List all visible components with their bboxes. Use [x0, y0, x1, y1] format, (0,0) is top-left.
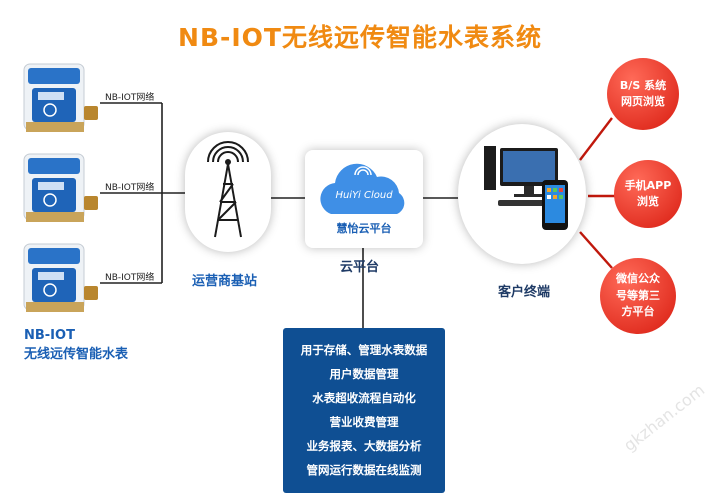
- cloud-platform-node: HuiYi Cloud 慧怡云平台: [305, 150, 423, 248]
- client-caption: 客户终端: [498, 285, 551, 300]
- feature-item: 用户数据管理: [329, 367, 399, 381]
- meter-caption-line1: NB-IOT: [24, 328, 75, 343]
- network-label: NB-IOT网络: [105, 93, 155, 103]
- feature-item: 业务报表、大数据分析: [306, 439, 422, 453]
- cloud-icon: [320, 163, 405, 214]
- output-bubble-app: 手机APP 浏览: [614, 160, 682, 228]
- water-meter-image: [22, 152, 100, 227]
- page-title: NB-IOT无线远传智能水表系统: [178, 23, 542, 52]
- water-meter-image: [22, 242, 100, 317]
- output-bubble-bs: B/S 系统 网页浏览: [607, 58, 679, 130]
- base-station-node: [185, 132, 271, 252]
- water-meter-image: [22, 62, 100, 137]
- base-station-caption: 运营商基站: [192, 274, 258, 289]
- feature-item: 用于存储、管理水表数据: [300, 343, 428, 357]
- cloud-platform-name: 慧怡云平台: [336, 222, 392, 235]
- cloud-caption: 云平台: [340, 260, 380, 275]
- feature-item: 水表超收流程自动化: [312, 391, 416, 405]
- computer-phone-icon: [484, 146, 568, 230]
- client-terminal-node: [458, 124, 586, 264]
- meter-caption-line2: 无线远传智能水表: [24, 347, 129, 362]
- cloud-logo-text: HuiYi Cloud: [335, 190, 393, 201]
- feature-list-box: 用于存储、管理水表数据 用户数据管理 水表超收流程自动化 营业收费管理 业务报表…: [283, 328, 445, 493]
- meter-caption: NB-IOT 无线远传智能水表: [24, 326, 128, 364]
- tower-icon: [207, 141, 249, 238]
- network-label: NB-IOT网络: [105, 183, 155, 193]
- output-bubble-wechat: 微信公众 号等第三 方平台: [600, 258, 676, 334]
- network-label: NB-IOT网络: [105, 273, 155, 283]
- feature-item: 营业收费管理: [329, 415, 399, 429]
- feature-item: 管网运行数据在线监测: [306, 463, 422, 477]
